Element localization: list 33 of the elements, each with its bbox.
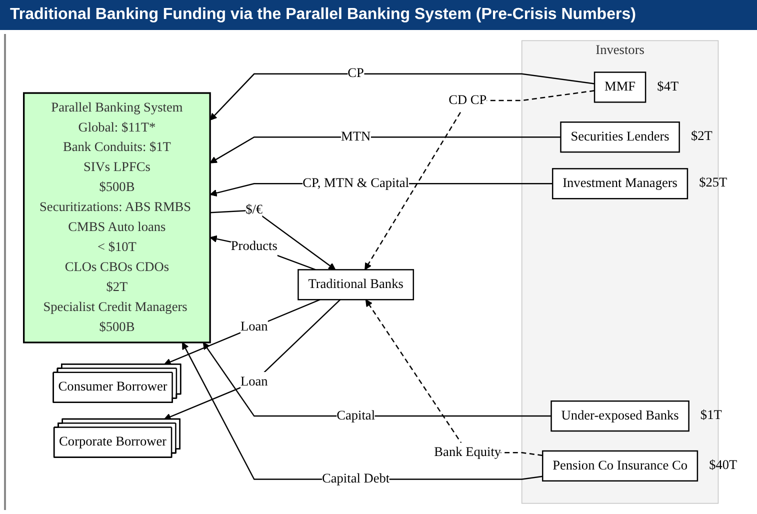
edge-label: MTN (341, 130, 371, 144)
edge-label: CP (348, 66, 364, 81)
arrow (210, 235, 316, 270)
arrow (182, 342, 543, 480)
node-box: Investment Managers (552, 168, 688, 200)
edge-label: Loan (240, 320, 268, 334)
edge-label: Loan (240, 374, 268, 389)
node-box: Securities Lenders (560, 122, 680, 153)
edge-label: Capital Debt (322, 472, 390, 486)
edge-label: Bank Equity (434, 445, 502, 460)
edge-label: Products (230, 239, 278, 254)
amount-label: $2T (690, 128, 712, 144)
arrow (210, 73, 595, 120)
arrow (164, 299, 341, 420)
diagram-title: Traditional Banking Funding via the Parallel Banking System (Pre-Crisis Numbers) (0, 0, 757, 30)
amount-label: $1T (700, 407, 722, 422)
arrow (364, 90, 595, 270)
edge-label: CP, MTN & Capital (302, 176, 410, 190)
edge-label: Capital (336, 408, 376, 423)
arrow (202, 342, 552, 417)
node-box: Under-exposed Banks (550, 400, 690, 432)
node-box: MMF (594, 72, 646, 103)
node-box: Traditional Banks (298, 269, 414, 300)
amount-label: $25T (699, 174, 728, 190)
edge-label: CD CP (448, 93, 487, 108)
arrow (164, 299, 320, 366)
node-box: Pension Co Insurance Co (542, 450, 698, 482)
amount-label: $40T (709, 456, 738, 472)
amount-label: $4T (657, 78, 679, 94)
node-box: Parallel Banking System Global: $11T* Bank Conduits: $1T SIVs LPFCs $500B Securitizations: ABS RMBS CMBS Auto loans < $10T CLOs CBOs CDOs $2T Specialist Credit Managers $500B (23, 92, 211, 344)
arrow (210, 136, 561, 164)
edge-label: $/€ (246, 202, 263, 217)
arrow (210, 210, 336, 270)
